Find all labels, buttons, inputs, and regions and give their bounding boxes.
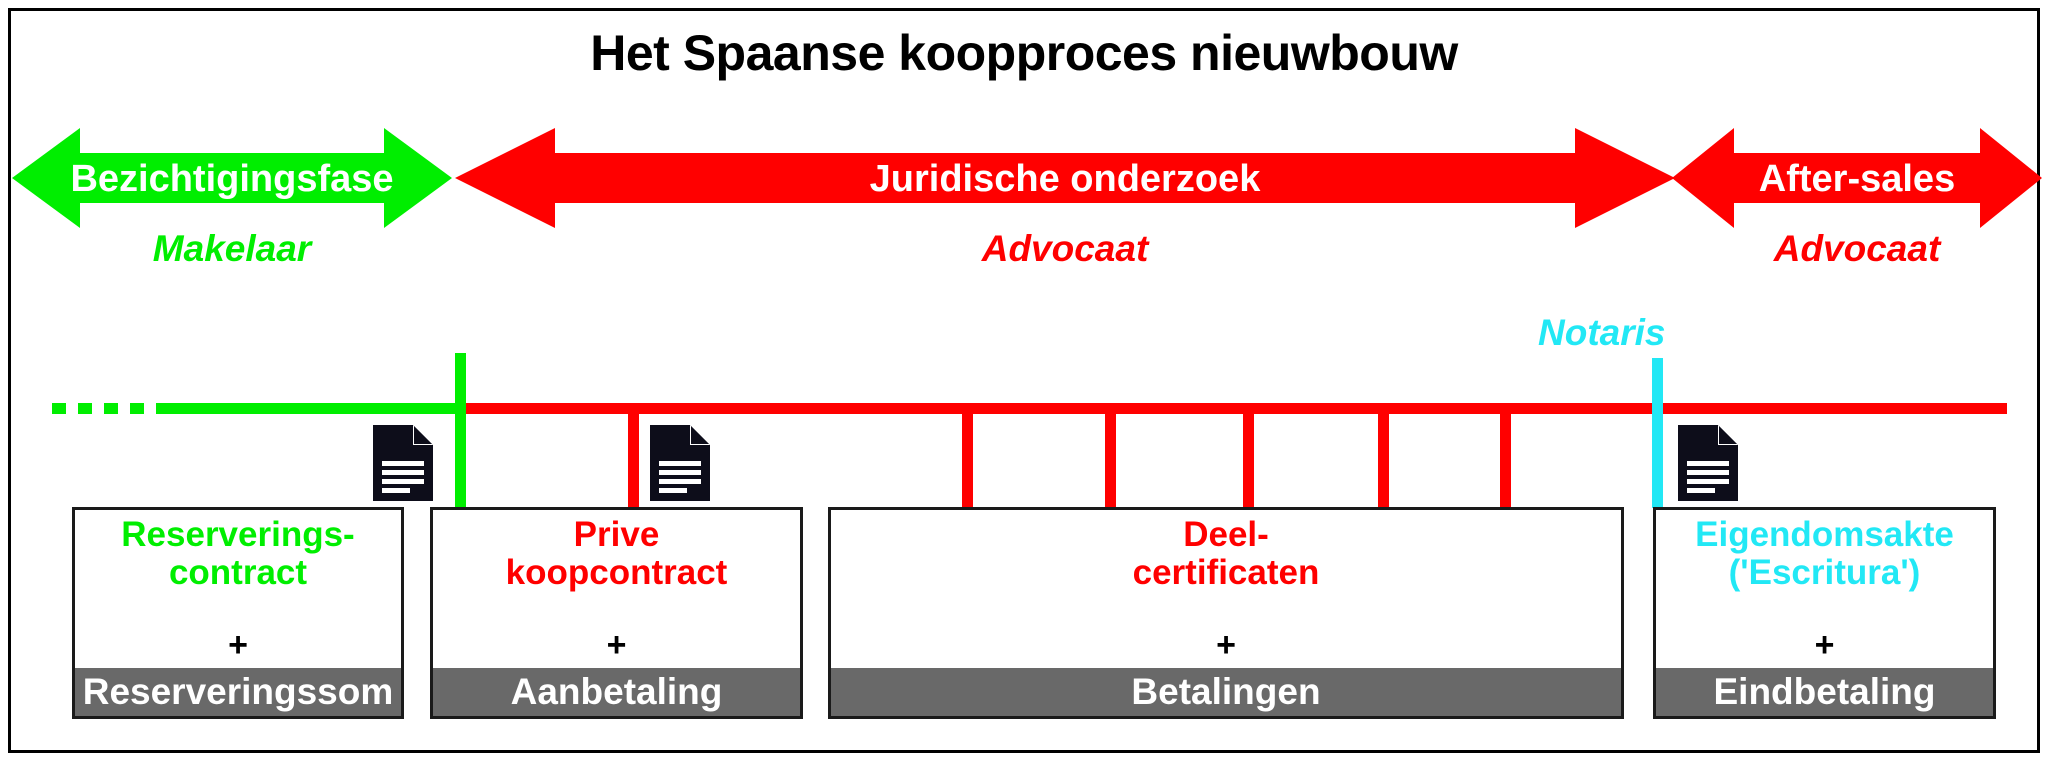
timeline-dash <box>130 403 144 414</box>
stage-plus-sign: + <box>606 626 627 664</box>
timeline-green-segment <box>170 403 462 414</box>
milestone-tick-reserveringscontract <box>455 353 466 508</box>
milestone-tick-2 <box>962 411 973 508</box>
stage-top-eigendomsakte: Eigendomsakte ('Escritura') + <box>1656 510 1993 668</box>
milestone-tick-3 <box>1105 411 1116 508</box>
stage-document-label: Deel- certificaten <box>1132 515 1320 592</box>
stage-plus-sign: + <box>1814 626 1835 664</box>
milestone-tick-5 <box>1378 411 1389 508</box>
double-arrow-red-icon <box>455 128 1675 228</box>
stage-box-reserveringscontract[interactable]: Reserverings- contract + Reserveringssom <box>72 507 404 719</box>
double-arrow-green-icon <box>12 128 452 228</box>
stage-top-deelcertificaten: Deel- certificaten + <box>831 510 1621 668</box>
phase-arrow-after-sales: After-sales Advocaat <box>1672 128 2042 269</box>
milestone-tick-1 <box>628 411 639 508</box>
notary-label: Notaris <box>1538 312 1666 353</box>
diagram-border <box>8 8 2040 753</box>
timeline-dash <box>52 403 66 414</box>
stage-plus-sign: + <box>228 626 248 664</box>
double-arrow-red-after-sales-icon <box>1672 128 2042 228</box>
timeline-dash <box>78 403 92 414</box>
document-icon-koopcontract <box>650 425 710 501</box>
milestone-tick-notary <box>1652 358 1663 508</box>
stage-box-eigendomsakte[interactable]: Eigendomsakte ('Escritura') + Eindbetali… <box>1653 507 1996 719</box>
timeline-red-segment <box>462 403 2007 414</box>
stage-box-koopcontract[interactable]: Prive koopcontract + Aanbetaling <box>430 507 803 719</box>
document-icon-reserveringscontract <box>373 425 433 501</box>
page-title: Het Spaanse koopproces nieuwbouw <box>590 25 1458 81</box>
stage-top-koopcontract: Prive koopcontract + <box>433 510 800 668</box>
timeline-dash <box>156 403 170 414</box>
stage-top-reserveringscontract: Reserverings- contract + <box>75 510 401 668</box>
phase-arrow-bezichtigingsfase: Bezichtigingsfase Makelaar <box>12 128 452 269</box>
stage-box-deelcertificaten[interactable]: Deel- certificaten + Betalingen <box>828 507 1624 719</box>
milestone-tick-4 <box>1243 411 1254 508</box>
timeline-dash <box>104 403 118 414</box>
milestone-tick-6 <box>1500 411 1511 508</box>
stage-document-label: Reserverings- contract <box>121 515 355 592</box>
stage-payment-label: Reserveringssom <box>75 668 401 716</box>
document-icon-eigendomsakte <box>1678 425 1738 501</box>
stage-document-label: Eigendomsakte ('Escritura') <box>1695 515 1954 592</box>
phase-arrow-juridische-onderzoek: Juridische onderzoek Advocaat <box>455 128 1675 269</box>
stage-document-label: Prive koopcontract <box>505 515 728 592</box>
stage-payment-label: Aanbetaling <box>433 668 800 716</box>
stage-payment-label: Eindbetaling <box>1656 668 1993 716</box>
stage-plus-sign: + <box>1216 626 1236 664</box>
stage-payment-label: Betalingen <box>831 668 1621 716</box>
